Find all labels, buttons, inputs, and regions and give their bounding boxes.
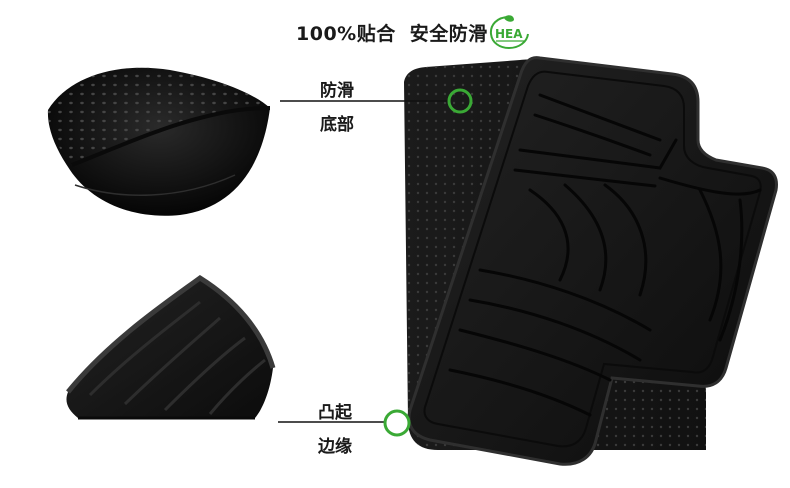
callout-anti-slip-line1: 防滑: [320, 81, 354, 101]
headline-fit: 100%贴合: [296, 22, 396, 45]
callout-anti-slip: [280, 88, 473, 114]
callout-anti-slip-line2: 底部: [320, 115, 354, 135]
floor-mat-front: [407, 56, 778, 466]
hea-logo-text: HEA: [495, 27, 523, 41]
hea-logo-icon: HEA: [489, 15, 529, 50]
anti-slip-detail-image: [47, 67, 271, 216]
callout-raised-edge-line1: 凸起: [318, 403, 352, 423]
product-headline: 100%贴合 安全防滑: [296, 18, 488, 46]
callout-raised-edge: [278, 409, 411, 437]
callout-raised-edge-line2: 边缘: [318, 437, 352, 457]
green-circle-marker: [447, 88, 473, 114]
green-circle-marker: [383, 409, 411, 437]
raised-edge-detail-image: [66, 274, 276, 420]
headline-safety: 安全防滑: [409, 22, 488, 45]
